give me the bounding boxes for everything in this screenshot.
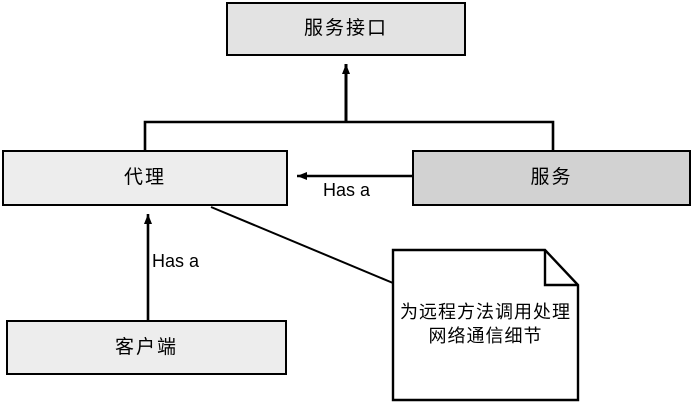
node-client-label: 客户端 (114, 335, 178, 358)
node-service[interactable]: 服务 (412, 150, 691, 206)
node-service-label: 服务 (530, 166, 573, 189)
node-service-interface[interactable]: 服务接口 (226, 2, 466, 56)
note-comment[interactable]: 为远程方法调用处理网络通信细节 (393, 250, 578, 400)
note-fold (543, 250, 578, 287)
note-comment-text: 为远程方法调用处理网络通信细节 (400, 302, 571, 347)
node-proxy-label: 代理 (123, 166, 166, 189)
note-anchor-line (210, 206, 394, 284)
node-proxy[interactable]: 代理 (2, 150, 288, 206)
edge-label-client-has-a-proxy: Has a (152, 251, 200, 271)
note-body (391, 248, 580, 402)
node-service-interface-label: 服务接口 (303, 17, 388, 40)
node-client[interactable]: 客户端 (6, 320, 287, 375)
edge-label-service-has-a-proxy: Has a (323, 180, 371, 200)
note-shape (391, 248, 580, 402)
